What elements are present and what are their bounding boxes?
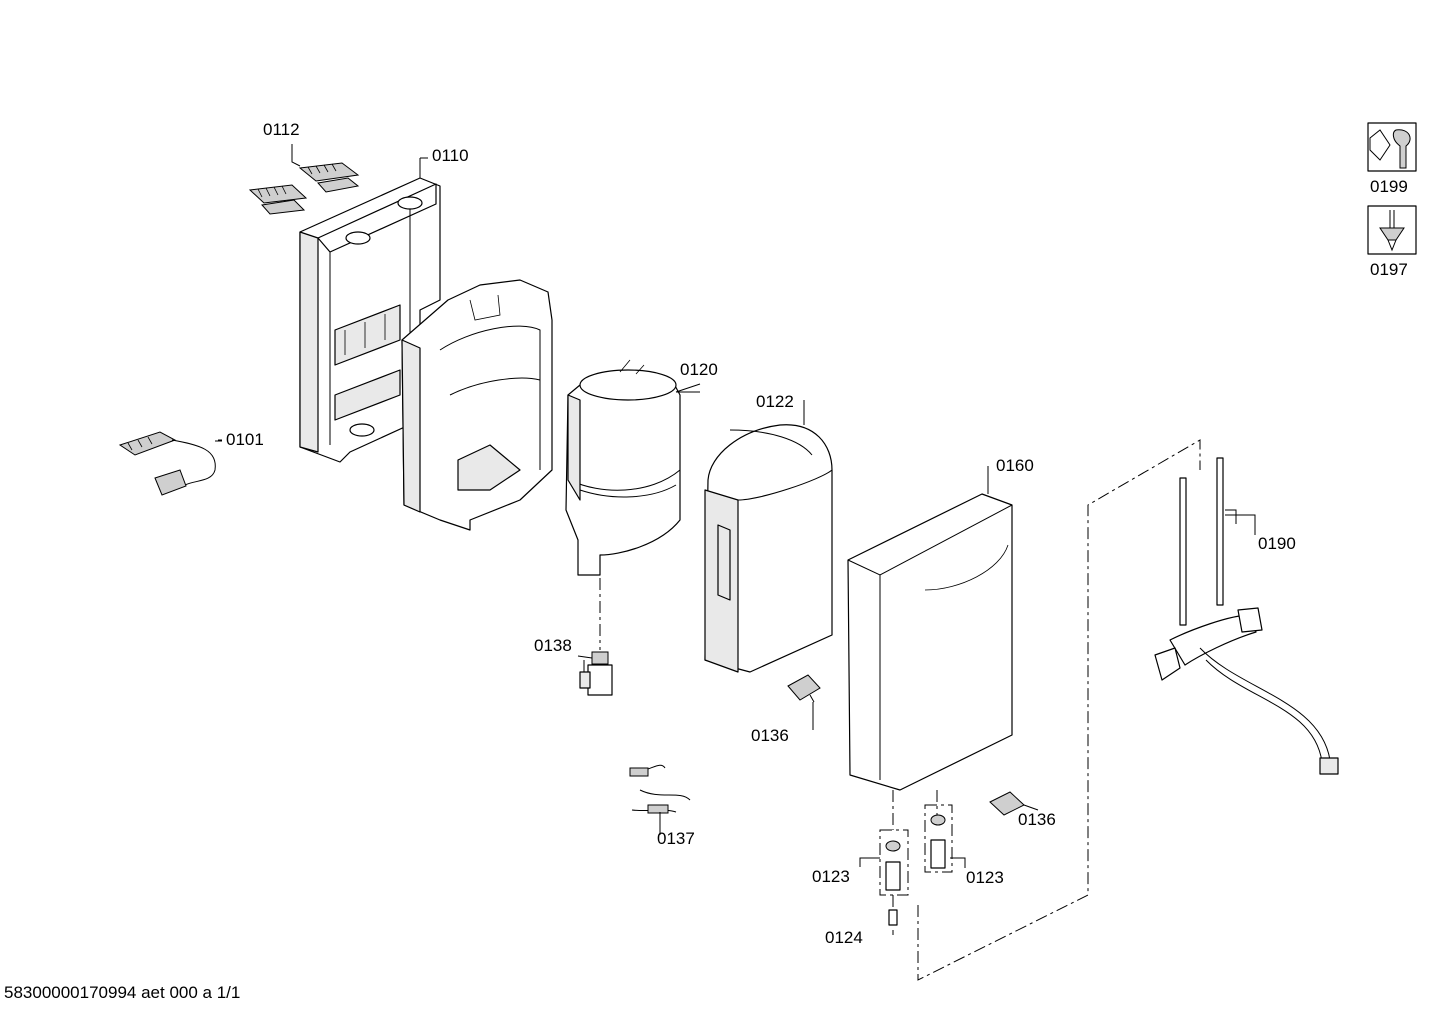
sensor-wires-part	[629, 764, 691, 825]
label-0199: 0199	[1370, 177, 1408, 196]
label-0136-b: 0136	[1018, 810, 1056, 829]
inner-cover-part	[704, 400, 833, 673]
label-0160: 0160	[996, 456, 1034, 475]
label-0138: 0138	[534, 636, 572, 655]
label-0136-a: 0136	[751, 726, 789, 745]
mixer-tap-part	[1154, 457, 1339, 775]
leader-lines	[215, 144, 1237, 935]
label-0123-a: 0123	[812, 867, 850, 886]
tools-icon	[1367, 122, 1417, 172]
screwdriver-icon	[1367, 205, 1417, 255]
front-cover-part	[847, 475, 1013, 791]
label-0112: 0112	[263, 120, 300, 139]
valve-part	[579, 578, 613, 696]
power-cord-part	[118, 431, 222, 496]
document-footer: 58300000170994 aet 000 a 1/1	[4, 983, 241, 1002]
insulation-shell-part	[401, 279, 553, 531]
mounting-frame-part	[299, 157, 441, 463]
label-0124: 0124	[825, 928, 863, 947]
label-0101: 0101	[226, 430, 264, 449]
small-clip-part-a	[787, 674, 821, 703]
label-0197: 0197	[1370, 260, 1408, 279]
label-0120: 0120	[680, 360, 718, 379]
label-0137: 0137	[657, 829, 695, 848]
wall-plugs-part	[248, 144, 360, 215]
small-clip-part-b	[989, 791, 1025, 816]
label-0122: 0122	[756, 392, 794, 411]
label-0190: 0190	[1258, 534, 1296, 553]
heater-tank-part	[565, 359, 700, 576]
water-connectors-part	[879, 439, 1201, 981]
label-0123-b: 0123	[966, 868, 1004, 887]
label-0110: 0110	[432, 146, 469, 165]
